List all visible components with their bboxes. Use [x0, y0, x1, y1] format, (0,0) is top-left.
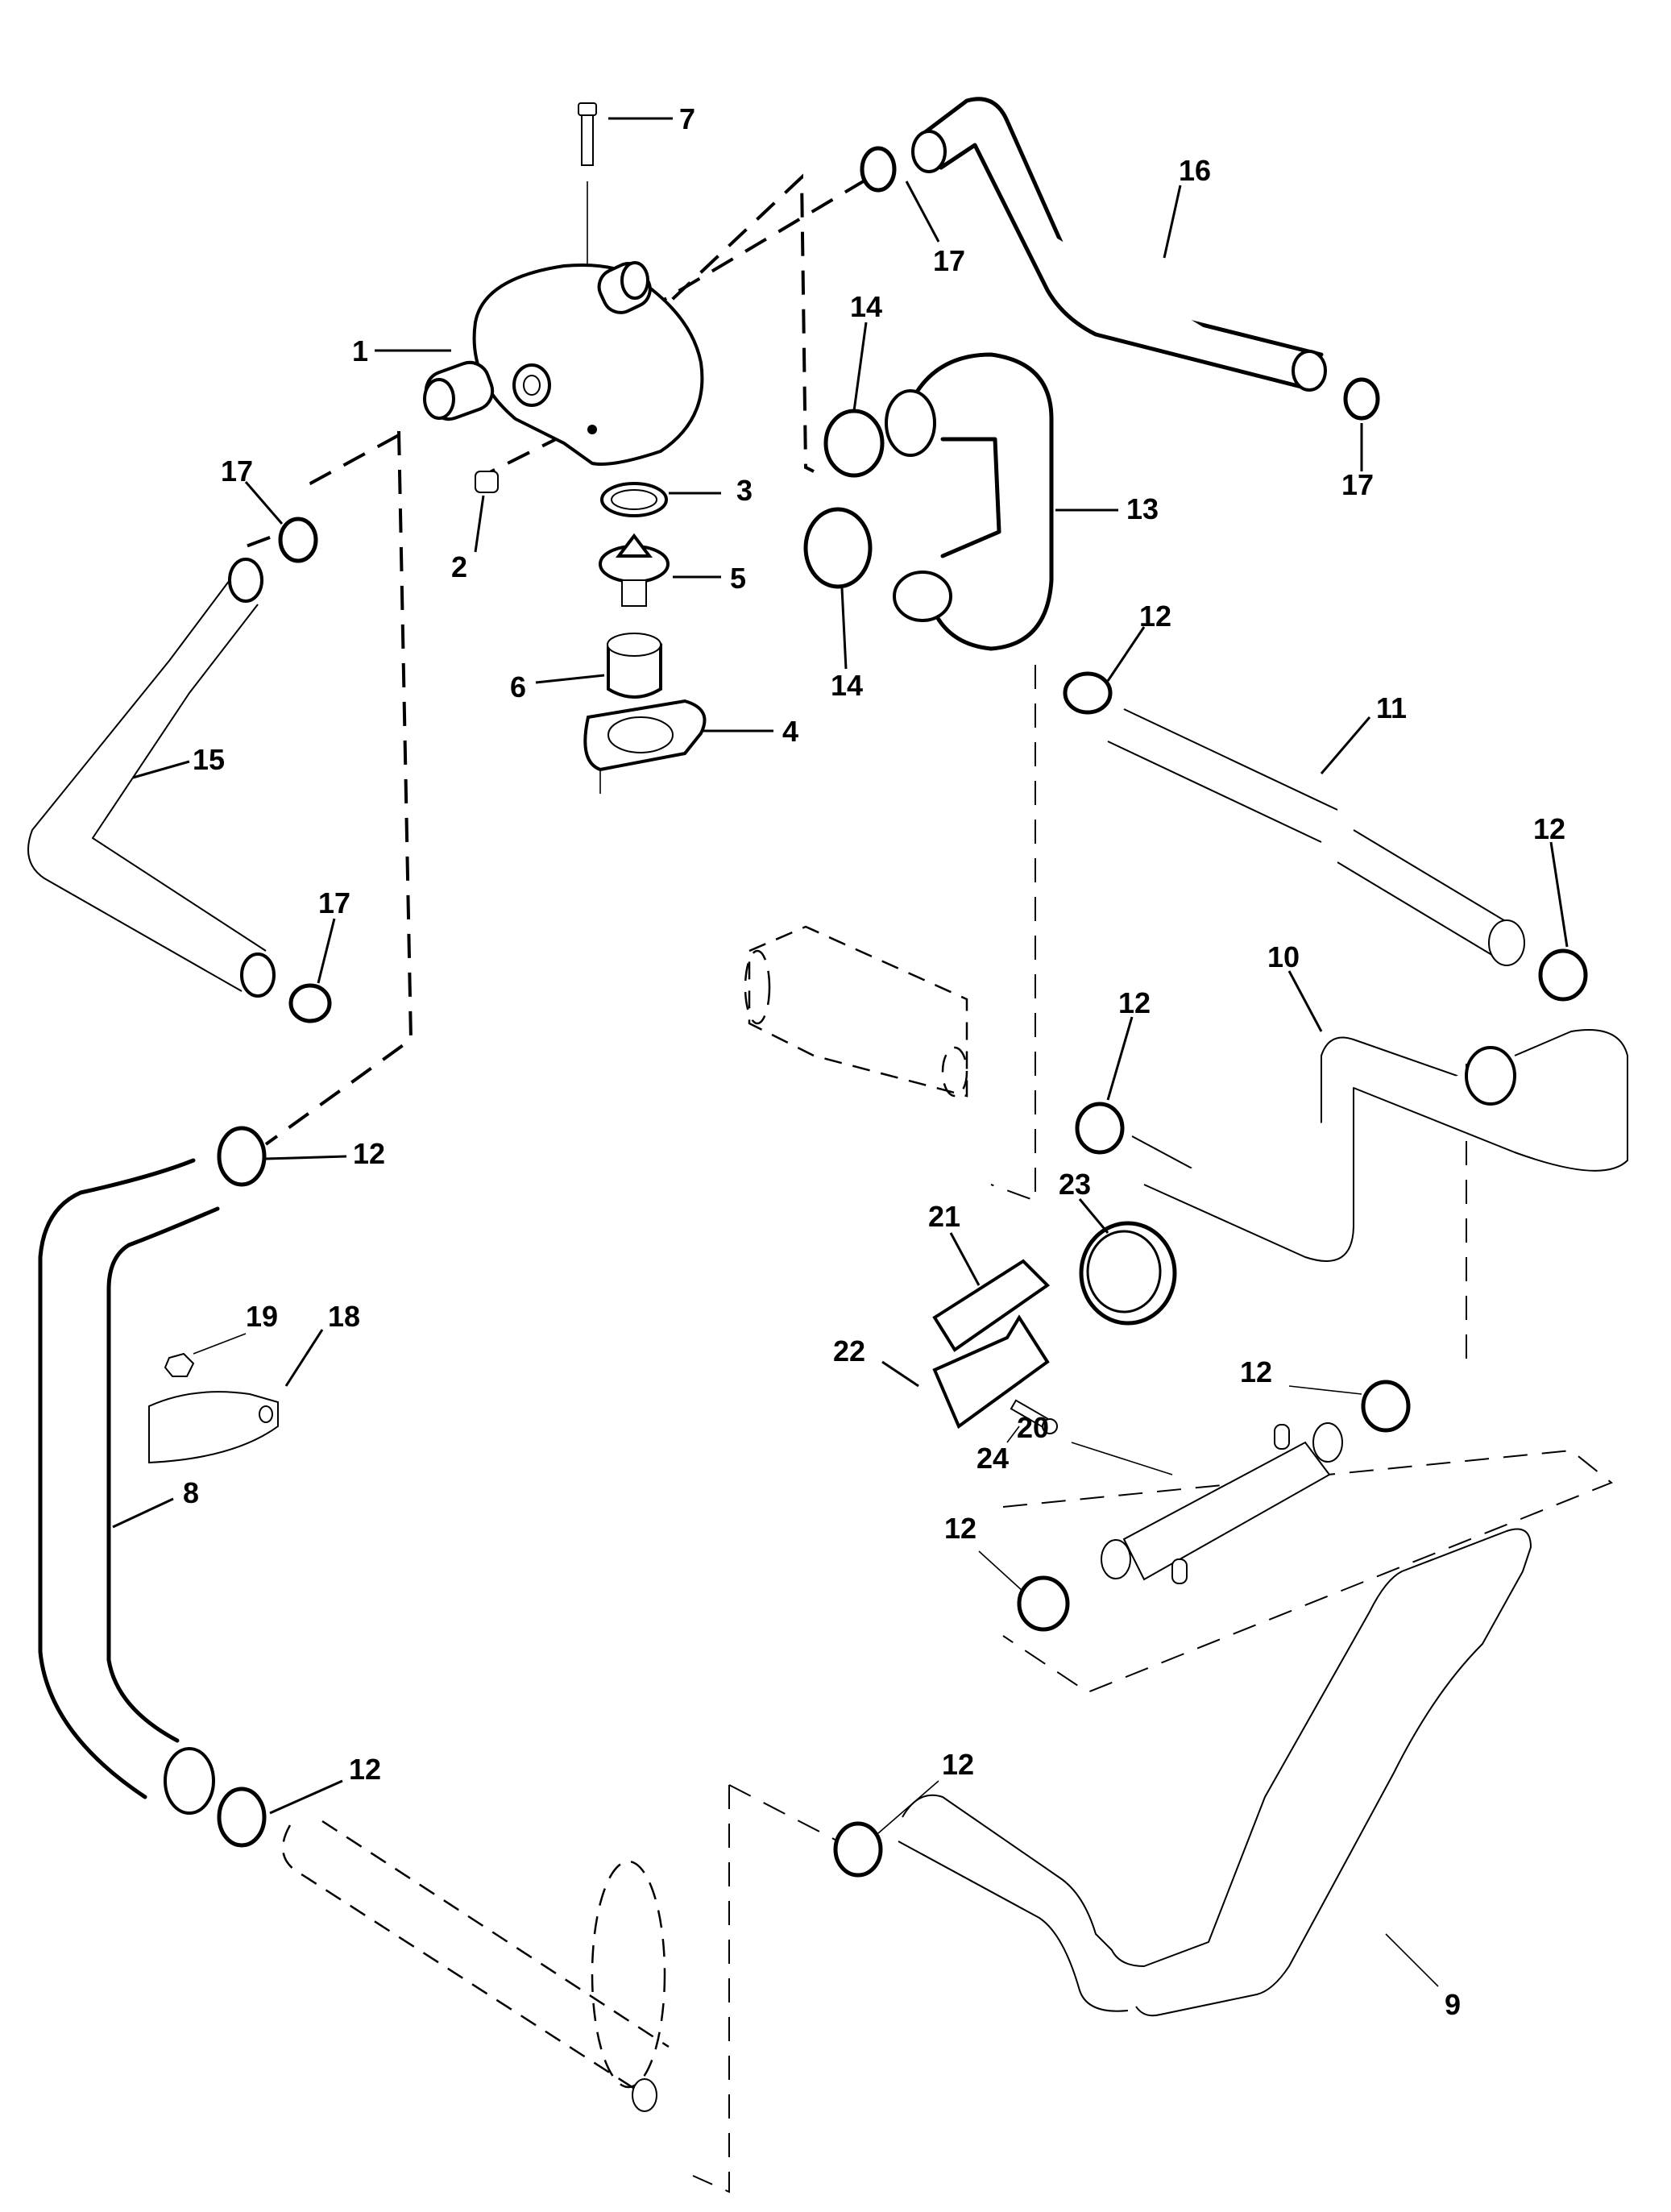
- part-clamp-bracket: [148, 1352, 279, 1464]
- hose-16: [911, 97, 1327, 392]
- callout-16: 16: [1179, 154, 1211, 187]
- ghost-pipe: [281, 1820, 670, 2112]
- hose-9: [898, 1528, 1532, 2017]
- part-seal: [600, 482, 668, 517]
- callout-3: 3: [736, 474, 753, 507]
- part-screw: [1010, 1399, 1058, 1434]
- part-bolt: [578, 102, 597, 266]
- hose-10: [1131, 1029, 1628, 1262]
- part-sleeve: [607, 633, 662, 699]
- callout-20: 20: [1017, 1411, 1049, 1444]
- callout-19: 19: [246, 1300, 278, 1333]
- callout-5: 5: [730, 562, 746, 595]
- callout-17: 17: [318, 886, 350, 919]
- callout-12: 12: [942, 1748, 974, 1781]
- hose-13: [885, 352, 1054, 651]
- part-thermostat: [599, 533, 670, 607]
- hose-8: [38, 1158, 220, 1815]
- callouts: 7 16 17 17 1 14 17 3 13 2 5 12 14 6 4 11…: [183, 102, 1565, 2021]
- callout-9: 9: [1445, 1988, 1461, 2021]
- callout-15: 15: [193, 743, 225, 776]
- callout-12: 12: [1118, 986, 1151, 1019]
- callout-12: 12: [349, 1753, 381, 1786]
- callout-1: 1: [352, 334, 368, 367]
- callout-18: 18: [328, 1300, 360, 1333]
- callout-12: 12: [1240, 1355, 1272, 1388]
- callout-12: 12: [1139, 600, 1171, 633]
- callout-6: 6: [510, 670, 526, 703]
- callout-12: 12: [1533, 812, 1565, 845]
- part-cooler: [1101, 1422, 1343, 1584]
- callout-8: 8: [183, 1476, 199, 1509]
- hose-15: [27, 558, 276, 998]
- callout-12: 12: [353, 1137, 385, 1170]
- part-brackets: [932, 1259, 1051, 1430]
- callout-17: 17: [1341, 468, 1374, 501]
- callout-17: 17: [221, 454, 253, 488]
- callout-10: 10: [1267, 940, 1300, 973]
- callout-13: 13: [1126, 492, 1159, 525]
- callout-14: 14: [850, 290, 882, 323]
- callout-21: 21: [928, 1200, 960, 1233]
- part-clamp-23: [1079, 1221, 1177, 1326]
- part-plug: [475, 471, 499, 493]
- callout-4: 4: [782, 715, 798, 748]
- leader-lines: [112, 117, 1569, 1987]
- callout-17: 17: [933, 244, 965, 277]
- callout-14: 14: [831, 669, 863, 702]
- hose-11: [1107, 708, 1525, 966]
- callout-12: 12: [944, 1512, 976, 1545]
- callout-11: 11: [1376, 691, 1407, 724]
- callout-23: 23: [1059, 1168, 1091, 1201]
- callout-24: 24: [976, 1442, 1009, 1475]
- callout-2: 2: [451, 550, 467, 583]
- part-gasket: [583, 699, 707, 794]
- callout-7: 7: [679, 102, 695, 135]
- callout-22: 22: [833, 1334, 865, 1367]
- hose-clamps: [217, 146, 1588, 1878]
- part-thermostat-housing: [423, 261, 704, 466]
- ghost-manifold: [744, 925, 968, 1098]
